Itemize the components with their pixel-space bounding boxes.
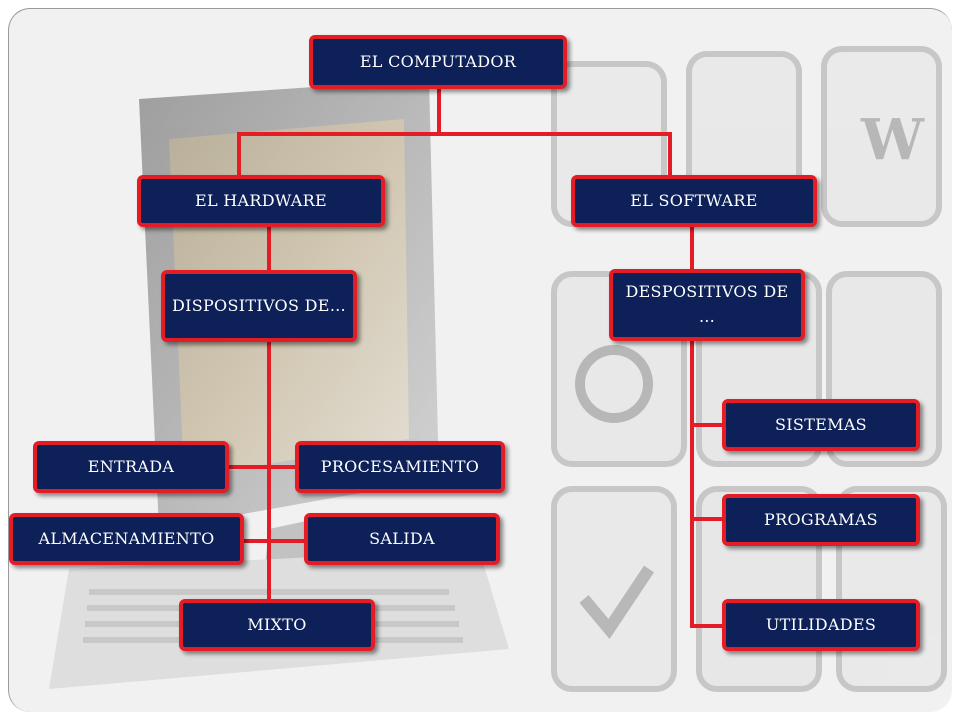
word-letter-icon: W [860,107,925,173]
slide-canvas: W EL COMPUTADOR EL HARDW [8,8,952,712]
node-label: EL COMPUTADOR [359,51,517,71]
computer-monitor-illustration [49,79,509,689]
node-label: MIXTO [247,614,307,634]
node-despositivos-de: DESPOSITIVOS DE … [609,269,805,341]
node-label: UTILIDADES [765,614,877,634]
node-procesamiento: PROCESAMIENTO [295,441,505,493]
node-label: PROCESAMIENTO [320,456,480,476]
node-label: DESPOSITIVOS DE … [625,282,789,326]
node-label: PROGRAMAS [764,509,878,529]
node-utilidades: UTILIDADES [722,599,920,651]
node-mixto: MIXTO [179,599,375,651]
node-label: SISTEMAS [775,414,867,434]
node-salida: SALIDA [304,513,500,565]
node-label: SALIDA [369,528,435,548]
node-label: EL HARDWARE [194,190,327,210]
node-el-hardware: EL HARDWARE [137,175,385,227]
node-sistemas: SISTEMAS [722,399,920,451]
node-entrada: ENTRADA [33,441,229,493]
node-almacenamiento: ALMACENAMIENTO [9,513,244,565]
node-label: ENTRADA [87,456,175,476]
node-programas: PROGRAMAS [722,494,920,546]
node-el-computador: EL COMPUTADOR [309,35,567,89]
node-label: DISPOSITIVOS DE… [171,295,346,315]
node-label: EL SOFTWARE [630,190,758,210]
node-dispositivos-de: DISPOSITIVOS DE… [161,270,357,342]
node-label: ALMACENAMIENTO [38,528,215,548]
node-el-software: EL SOFTWARE [571,175,817,227]
